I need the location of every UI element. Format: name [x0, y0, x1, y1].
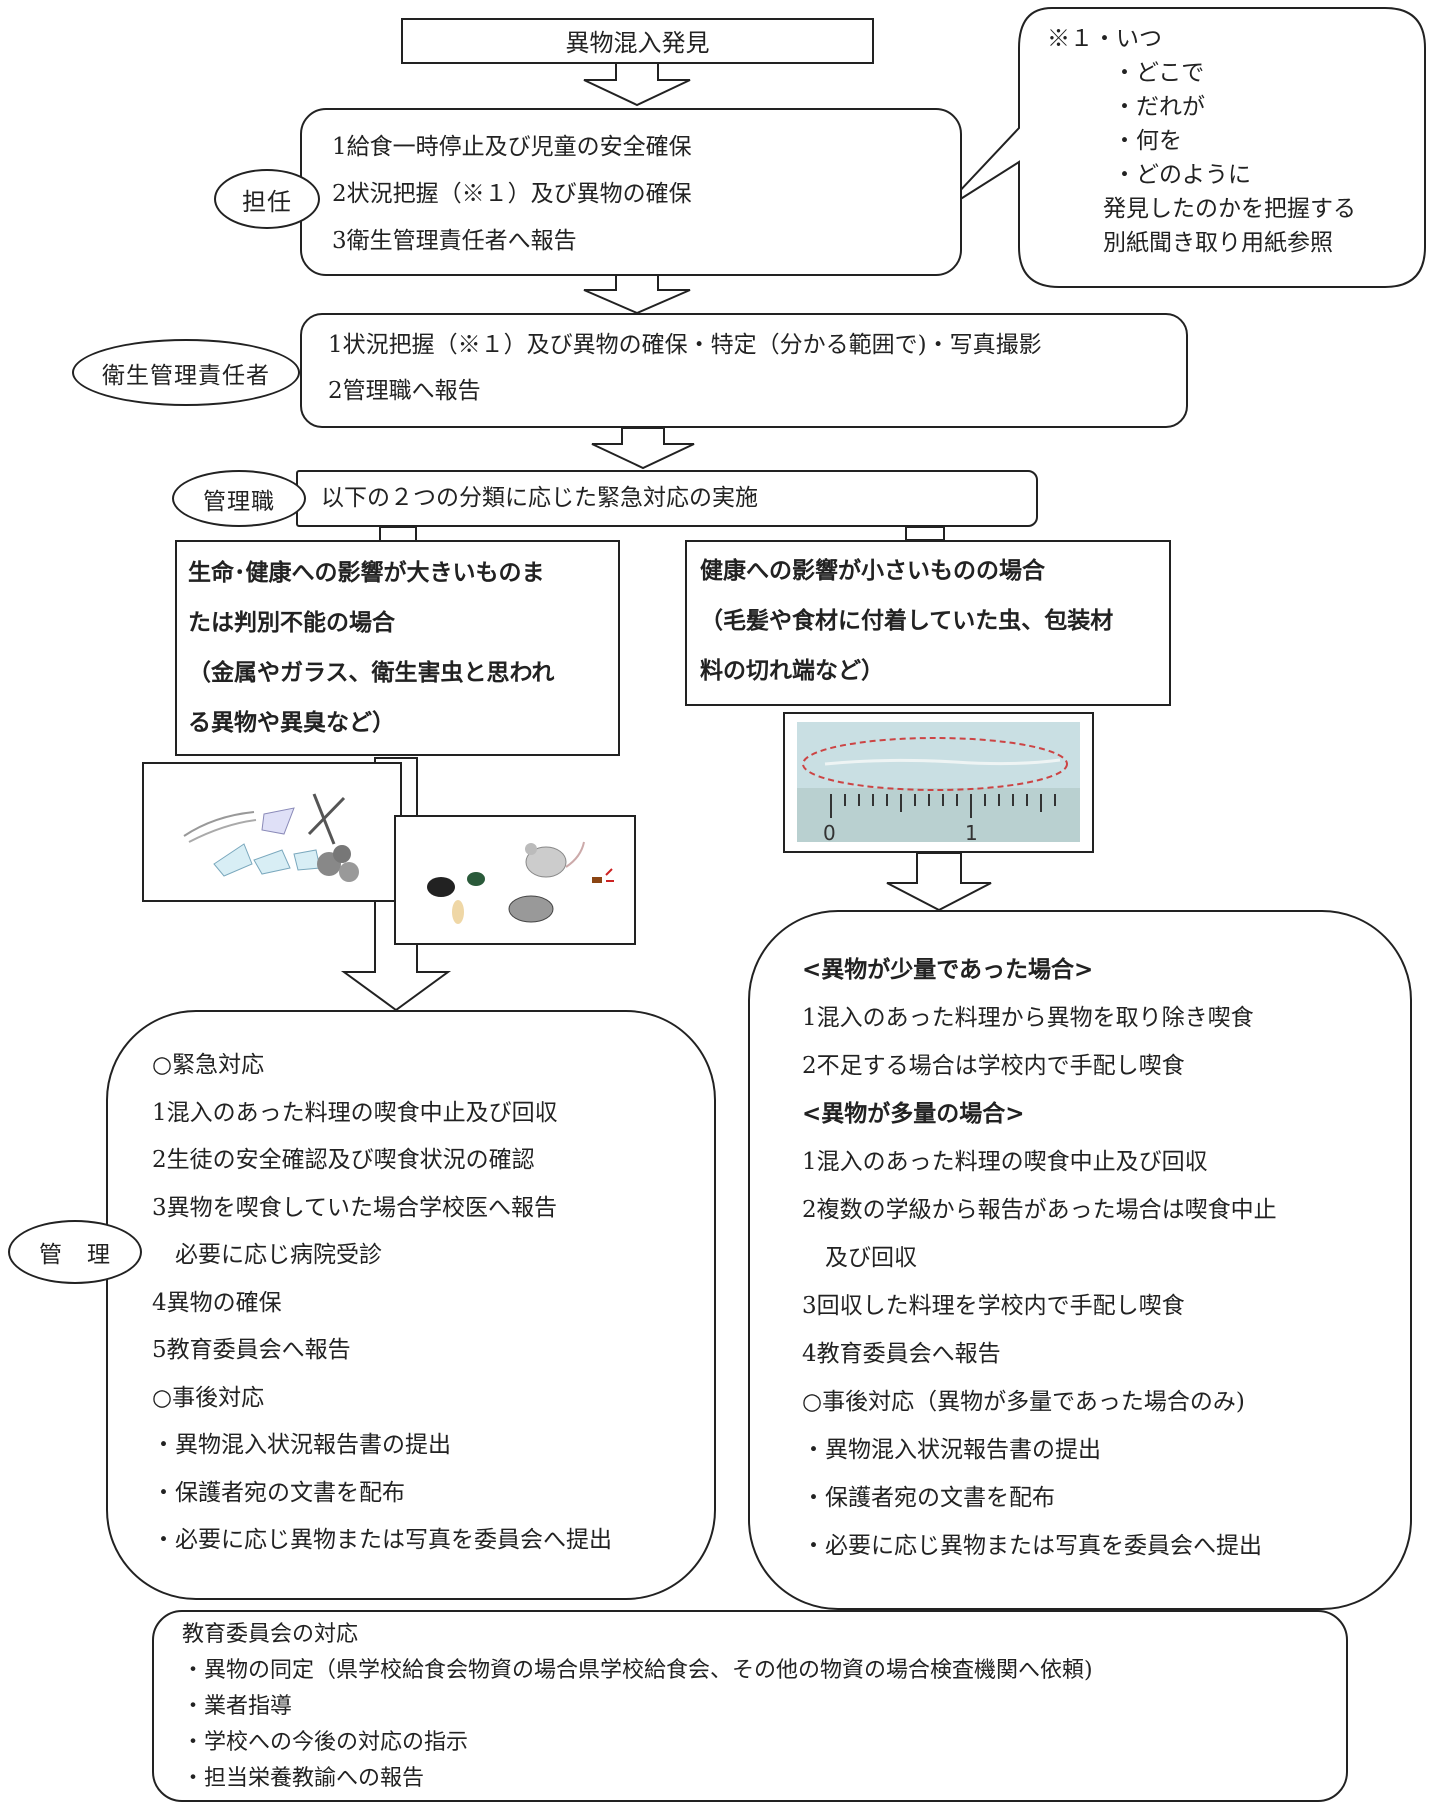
right-response-box: [748, 910, 1412, 1610]
left-case-line: たは判別不能の場合: [188, 610, 395, 636]
arrow-down-1: [583, 61, 691, 107]
left-response-line: ○事後対応: [152, 1384, 265, 1411]
left-response-text: ○緊急対応 1混入のあった料理の喫食中止及び回収 2生徒の安全確認及び喫食状況の…: [152, 1042, 612, 1565]
right-heading-large: <異物が多量の場合>: [802, 1101, 1025, 1127]
ruler-label-1: 1: [965, 821, 978, 845]
left-response-line: 3異物を喫食していた場合学校医へ報告: [152, 1194, 557, 1221]
right-response-line: 4教育委員会へ報告: [802, 1341, 1001, 1367]
right-response-line: 及び回収: [802, 1245, 917, 1271]
tannin-step: 3衛生管理責任者へ報告: [332, 228, 577, 254]
role-eisei: 衛生管理責任者: [72, 339, 300, 406]
hair-ruler-photo: 0 1: [783, 712, 1094, 853]
note-line: 発見したのかを把握する: [1103, 196, 1356, 222]
metal-glass-icon: [183, 793, 359, 882]
right-response-text: <異物が少量であった場合> 1混入のあった料理から異物を取り除き喫食 2不足する…: [802, 946, 1277, 1570]
board-line: ・学校への今後の対応の指示: [182, 1730, 469, 1755]
left-response-line: 必要に応じ病院受診: [152, 1242, 382, 1268]
eisei-box: [300, 313, 1188, 428]
eisei-step: 1状況把握（※１）及び異物の確保・特定（分かる範囲で)・写真撮影: [328, 332, 1042, 358]
hair-ruler-icon: 0 1: [797, 722, 1080, 845]
role-kanri: 管 理: [8, 1220, 142, 1284]
board-text: 教育委員会の対応 ・異物の同定（県学校給食会物資の場合県学校給食会、その他の物資…: [182, 1617, 1093, 1797]
right-response-line: ○事後対応（異物が多量であった場合のみ): [802, 1389, 1245, 1415]
left-response-line: 4異物の確保: [152, 1289, 282, 1316]
note-line: ・どこで: [1113, 60, 1205, 86]
arrow-down-2: [583, 271, 691, 315]
tannin-steps: 1給食一時停止及び児童の安全確保 2状況把握（※１）及び異物の確保 3衛生管理責…: [332, 124, 692, 265]
role-tannin-label: 担任: [242, 187, 292, 216]
metal-glass-illustration: [142, 762, 402, 902]
left-response-box: [106, 1010, 716, 1600]
right-response-line: 2不足する場合は学校内で手配し喫食: [802, 1053, 1185, 1079]
role-kanri-shoku: 管理職: [172, 470, 306, 527]
right-heading-small: <異物が少量であった場合>: [802, 957, 1094, 983]
board-title: 教育委員会の対応: [182, 1622, 359, 1647]
left-case-line: 生命･健康への影響が大きいものま: [188, 560, 545, 586]
role-eisei-label: 衛生管理責任者: [102, 362, 270, 389]
note-line: 別紙聞き取り用紙参照: [1103, 230, 1333, 256]
right-response-line: ・異物混入状況報告書の提出: [802, 1437, 1101, 1463]
tannin-box: [300, 108, 962, 276]
note-bubble: [939, 7, 1426, 288]
board-line: ・異物の同定（県学校給食会物資の場合県学校給食会、その他の物資の場合検査機関へ依…: [182, 1658, 1093, 1683]
right-case-line: 料の切れ端など）: [700, 658, 884, 684]
left-response-line: 5教育委員会へ報告: [152, 1337, 351, 1363]
eisei-steps: 1状況把握（※１）及び異物の確保・特定（分かる範囲で)・写真撮影 2管理職へ報告: [328, 322, 1042, 414]
right-case-line: （毛髪や食材に付着していた虫、包装材: [700, 608, 1114, 634]
eisei-step: 2管理職へ報告: [328, 378, 481, 404]
right-response-line: 3回収した料理を学校内で手配し喫食: [802, 1293, 1185, 1319]
tannin-step: 2状況把握（※１）及び異物の確保: [332, 181, 692, 207]
board-box: [152, 1610, 1348, 1802]
start-label: 異物混入発見: [565, 29, 710, 57]
right-response-line: ・保護者宛の文書を配布: [802, 1485, 1055, 1511]
note-line: ・だれが: [1113, 94, 1205, 120]
right-response-line: 1混入のあった料理から異物を取り除き喫食: [802, 1005, 1254, 1031]
right-case-line: 健康への影響が小さいものの場合: [700, 558, 1045, 584]
role-tannin: 担任: [214, 169, 320, 229]
pests-illustration: [394, 815, 636, 945]
board-line: ・業者指導: [182, 1694, 293, 1719]
role-kanri-shoku-label: 管理職: [203, 488, 275, 515]
start-box: 異物混入発見: [401, 18, 874, 64]
left-case-text: 生命･健康への影響が大きいものま たは判別不能の場合 （金属やガラス、衛生害虫と…: [188, 548, 554, 748]
right-connector-top: [905, 526, 945, 541]
pests-icon: [427, 841, 614, 924]
right-response-line: 2複数の学級から報告があった場合は喫食中止: [802, 1197, 1277, 1223]
kanri-shoku-text: 以下の２つの分類に応じた緊急対応の実施: [321, 485, 758, 511]
arrow-down-3: [591, 427, 695, 470]
note-line: ※１・いつ: [1047, 26, 1162, 52]
board-line: ・担当栄養教諭への報告: [182, 1766, 425, 1791]
left-response-line: ・必要に応じ異物または写真を委員会へ提出: [152, 1527, 612, 1553]
role-kanri-label: 管 理: [39, 1242, 111, 1268]
note-line: ・どのように: [1113, 162, 1251, 188]
note-text: ※１・いつ ・どこで ・だれが ・何を ・どのように 発見したのかを把握する 別…: [1047, 22, 1356, 260]
right-case-box: [685, 540, 1171, 706]
kanri-shoku-box: [296, 470, 1038, 527]
left-response-line: ○緊急対応: [152, 1052, 265, 1078]
note-line: ・何を: [1113, 128, 1182, 154]
arrow-down-right: [886, 852, 992, 912]
left-case-line: （金属やガラス、衛生害虫と思われ: [188, 660, 555, 686]
left-response-line: ・異物混入状況報告書の提出: [152, 1432, 451, 1458]
left-response-line: 2生徒の安全確認及び喫食状況の確認: [152, 1147, 535, 1173]
right-response-line: 1混入のあった料理の喫食中止及び回収: [802, 1149, 1208, 1175]
ruler-label-0: 0: [823, 821, 836, 845]
left-case-line: る異物や異臭など）: [188, 710, 395, 736]
tannin-step: 1給食一時停止及び児童の安全確保: [332, 134, 692, 160]
left-response-line: 1混入のあった料理の喫食中止及び回収: [152, 1099, 558, 1126]
left-case-box: [175, 540, 620, 756]
right-case-text: 健康への影響が小さいものの場合 （毛髪や食材に付着していた虫、包装材 料の切れ端…: [700, 546, 1113, 696]
left-response-line: ・保護者宛の文書を配布: [152, 1479, 405, 1506]
right-response-line: ・必要に応じ異物または写真を委員会へ提出: [802, 1533, 1262, 1559]
